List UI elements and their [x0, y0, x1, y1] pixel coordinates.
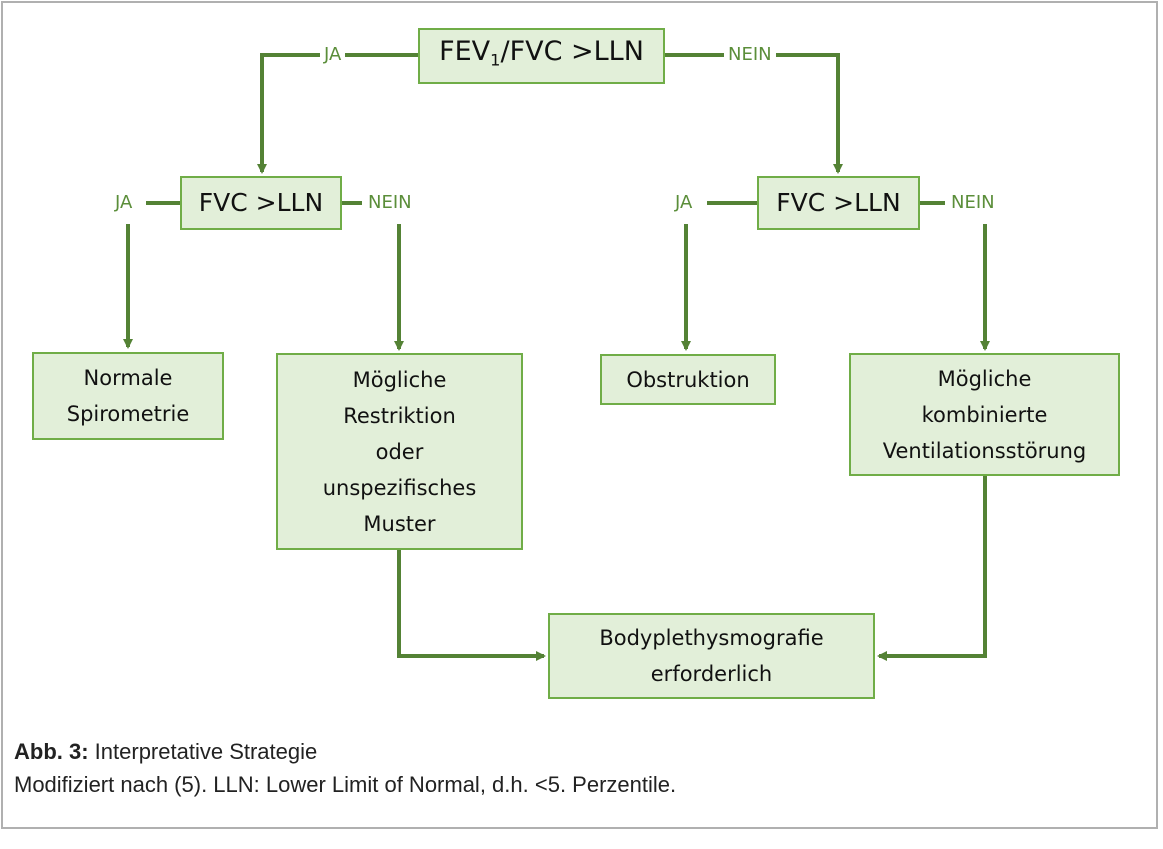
node-obstruction: Obstruktion — [600, 354, 776, 405]
edge-label-left-yes: JA — [111, 193, 137, 213]
node-fvc-decision-right: FVC >LLN — [757, 176, 920, 230]
edge-label-root-no: NEIN — [724, 45, 776, 65]
caption-note: Modifiziert nach (5). LLN: Lower Limit o… — [14, 772, 677, 797]
edge-label-root-yes: JA — [320, 45, 346, 65]
edge-label-right-yes: JA — [671, 193, 697, 213]
node-fvc-right-label: FVC >LLN — [776, 188, 901, 217]
node-text-line: Mögliche — [352, 367, 447, 392]
node-possible-restriction: Mögliche Restriktion oder unspezifisches… — [276, 353, 523, 550]
fev-subscript: 1 — [490, 50, 501, 70]
connector-root-no — [665, 53, 843, 174]
node-combined-disorder: Mögliche kombinierte Ventilationsstörung — [849, 353, 1120, 476]
node-text-line: oder — [375, 439, 424, 464]
node-text-line: Spirometrie — [66, 402, 190, 426]
connector-root-yes — [257, 53, 418, 174]
fev-text: FEV — [439, 35, 491, 67]
node-text-line: kombinierte — [921, 402, 1048, 427]
node-fvc-decision-left: FVC >LLN — [180, 176, 342, 230]
edge-label-right-no: NEIN — [947, 193, 999, 213]
caption-title: Interpretative Strategie — [88, 739, 318, 764]
node-text-line: Normale — [83, 366, 173, 390]
caption-title-line: Abb. 3: Interpretative Strategie — [14, 735, 676, 768]
node-text-line: Muster — [363, 511, 436, 536]
figure-caption: Abb. 3: Interpretative Strategie Modifiz… — [14, 735, 676, 801]
node-bodyplethysmography: Bodyplethysmografie erforderlich — [548, 613, 875, 699]
connector-restriction-body — [397, 548, 546, 661]
node-fev1-fvc-label: FEV1/FVC >LLN — [439, 34, 644, 79]
fvc-threshold-text: /FVC >LLN — [500, 35, 644, 67]
node-text-line: Obstruktion — [626, 367, 750, 392]
node-text-line: unspezifisches — [322, 475, 477, 500]
node-fev1-fvc-decision: FEV1/FVC >LLN — [418, 28, 665, 84]
connector-combined-body — [877, 476, 987, 661]
node-text-line: Mögliche — [937, 366, 1032, 391]
caption-label: Abb. 3: — [14, 739, 89, 764]
node-fvc-left-label: FVC >LLN — [198, 188, 324, 217]
node-text-line: Restriktion — [343, 403, 456, 428]
node-text-line: Bodyplethysmografie — [599, 626, 824, 650]
edge-label-left-no: NEIN — [364, 193, 416, 213]
node-normal-spirometry: Normale Spirometrie — [32, 352, 224, 440]
node-text-line: erforderlich — [650, 662, 773, 686]
node-text-line: Ventilationsstörung — [882, 438, 1087, 463]
